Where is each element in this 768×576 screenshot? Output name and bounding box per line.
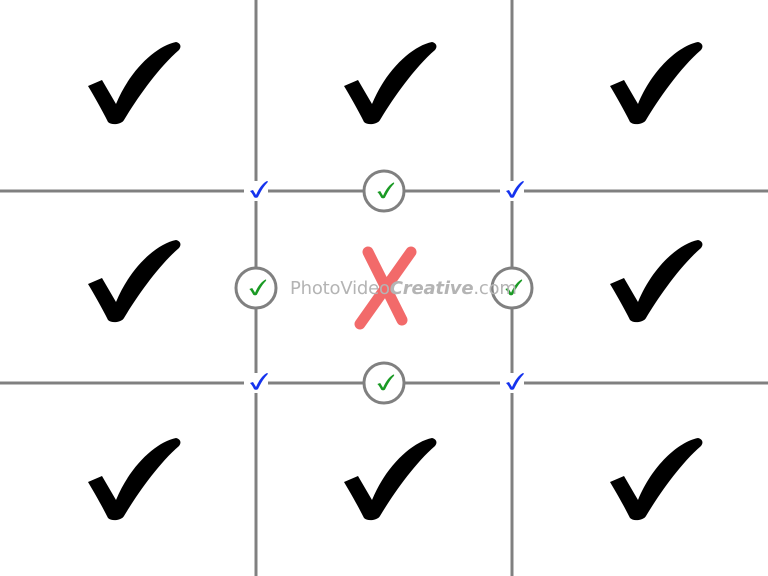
- cross-icon: [354, 246, 417, 330]
- circled-checkmark-icon: [490, 266, 534, 310]
- checkmark-icon: [344, 42, 437, 125]
- watermark-part-3: .com: [473, 278, 517, 299]
- checkmark-icon: [88, 42, 181, 125]
- intersection-checkmarks: [244, 181, 524, 393]
- watermark-part-1: PhotoVideo: [290, 278, 390, 299]
- checkmark-icon: [610, 438, 703, 521]
- circled-checkmark-icon: [234, 266, 278, 310]
- circled-checkmarks: [234, 169, 534, 405]
- watermark-part-2: Creative: [389, 278, 474, 299]
- circled-checkmark-icon: [362, 169, 406, 213]
- watermark: PhotoVideoCreative.com: [290, 277, 517, 301]
- checkmark-icon: [344, 438, 437, 521]
- checkmark-icon: [610, 42, 703, 125]
- circled-checkmark-icon: [362, 361, 406, 405]
- checkmark-icon: [88, 438, 181, 521]
- checkmark-icon: [610, 240, 703, 323]
- checkmark-icon: [88, 240, 181, 323]
